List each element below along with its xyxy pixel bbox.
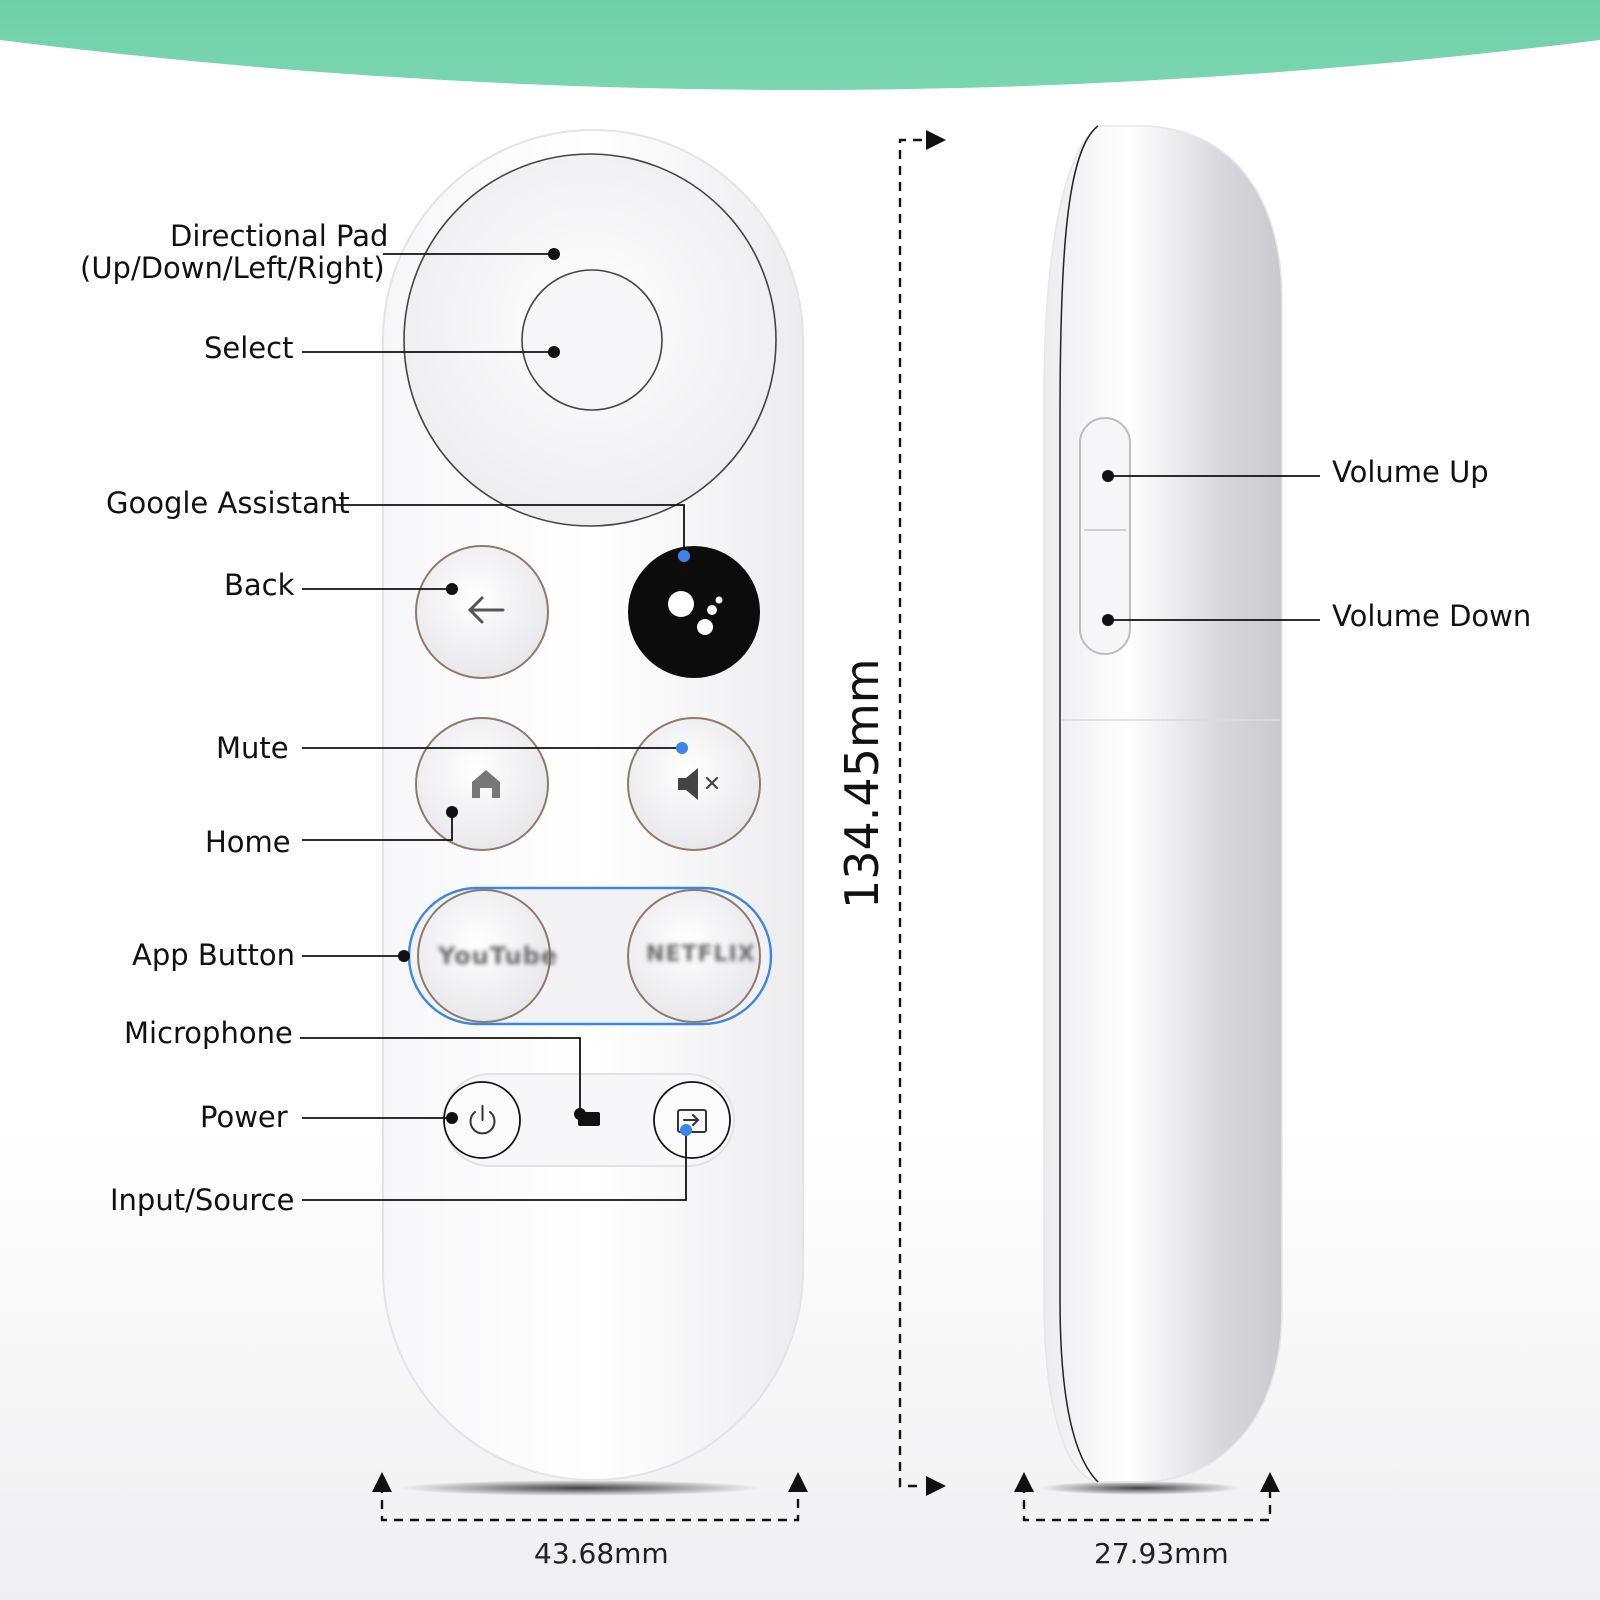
netflix-button[interactable]: NETFLIX: [646, 942, 756, 967]
label-select: Select: [204, 331, 294, 365]
width-dimension-line: [380, 1484, 800, 1522]
length-dimension-line: [898, 138, 922, 1488]
side-remote-edge: [1059, 125, 1099, 1483]
home-icon: [472, 770, 500, 798]
label-app-button: App Button: [132, 938, 296, 972]
leader-home: [302, 812, 453, 841]
mute-icon: [678, 768, 719, 800]
label-volume-down: Volume Down: [1332, 599, 1532, 633]
label-volume-up: Volume Up: [1332, 455, 1489, 489]
label-google-assistant: Google Assistant: [106, 486, 350, 520]
label-power: Power: [200, 1100, 288, 1134]
label-directional-pad-sub: (Up/Down/Left/Right): [80, 251, 385, 285]
back-button: [415, 545, 549, 679]
youtube-button[interactable]: YouTube: [438, 942, 559, 970]
leader-mic: [300, 1037, 581, 1114]
label-mute: Mute: [216, 731, 289, 765]
label-directional-pad: Directional Pad: [170, 219, 389, 253]
assistant-dots-icon: [668, 591, 723, 635]
select-button: [521, 269, 663, 411]
volume-rocker: [1079, 417, 1131, 655]
side-remote-body: [1043, 125, 1283, 1483]
top-banner: [0, 0, 1600, 90]
label-microphone: Microphone: [124, 1016, 293, 1050]
thickness-dimension-label: 27.93mm: [1094, 1537, 1229, 1570]
netflix-button-bg: [627, 889, 761, 1023]
width-dimension-label: 43.68mm: [534, 1537, 669, 1570]
label-input-source: Input/Source: [110, 1183, 295, 1217]
input-icon: [677, 1109, 707, 1133]
google-assistant-button: [628, 546, 760, 678]
label-home: Home: [205, 825, 291, 859]
length-dimension-label: 134.45mm: [835, 658, 889, 909]
youtube-button-bg: [417, 889, 551, 1023]
label-back: Back: [224, 568, 295, 602]
power-icon: [469, 1105, 496, 1135]
front-remote-shadow: [400, 1480, 760, 1496]
thickness-dimension-line: [1022, 1484, 1272, 1522]
leader-input: [302, 1130, 687, 1201]
side-remote-shadow: [1040, 1481, 1240, 1495]
back-arrow-icon: [467, 596, 505, 624]
leader-assistant: [335, 504, 685, 556]
